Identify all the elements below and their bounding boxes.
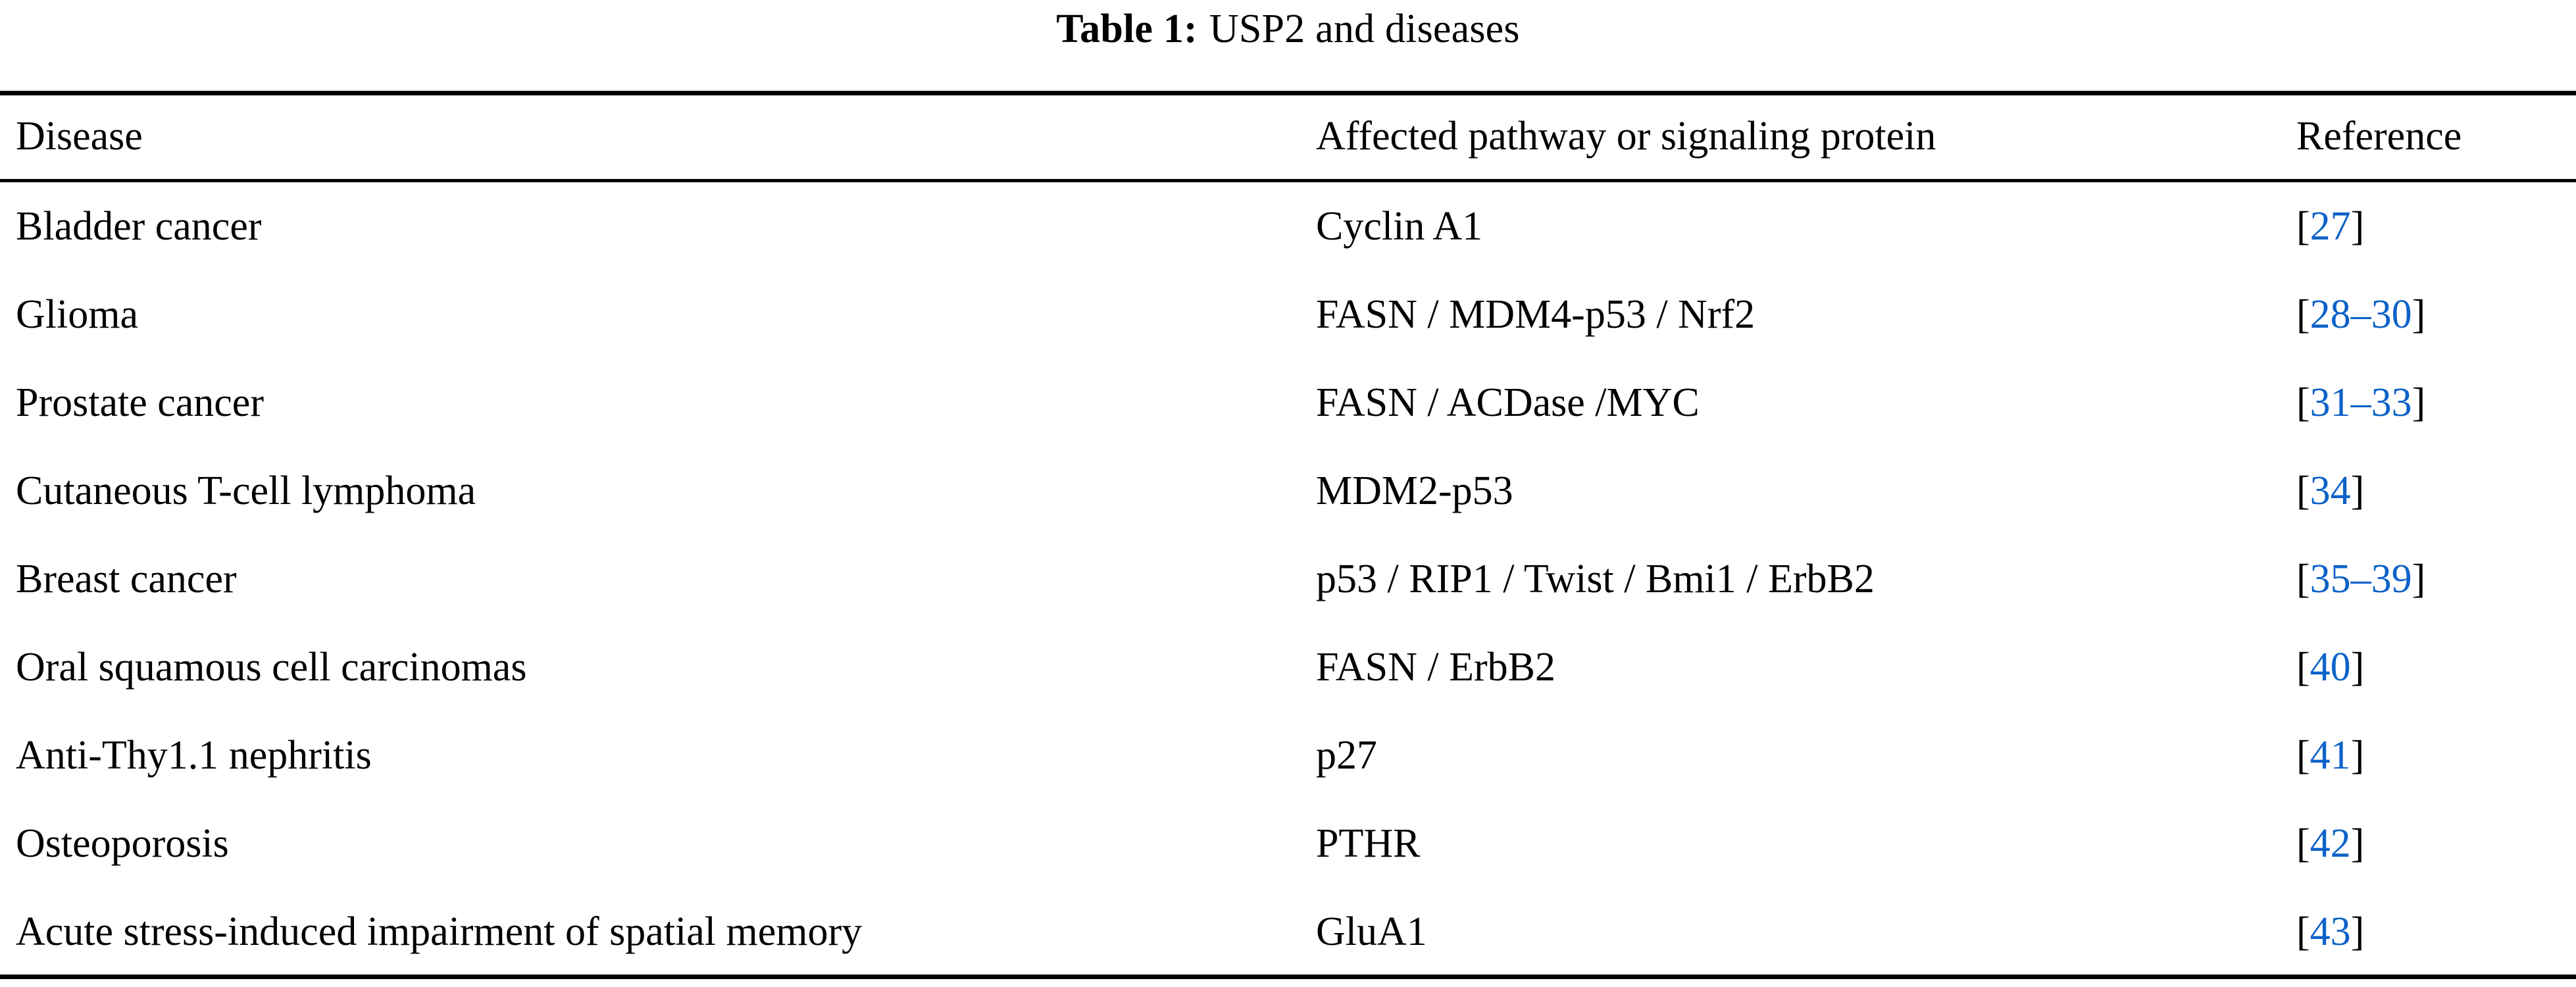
cell-reference: [34] [2296,447,2573,536]
table-row: Bladder cancer Cyclin A1 [27] [0,182,2576,271]
cell-reference: [43] [2296,888,2573,976]
cell-pathway: FASN / MDM4-p53 / Nrf2 [1316,292,1755,337]
table-rule-top [0,91,2576,95]
cell-reference: [40] [2296,623,2573,712]
reference-bracket-open: [ [2296,645,2310,690]
reference-link[interactable]: 40 [2310,645,2351,690]
reference-link[interactable]: 27 [2310,204,2351,249]
reference-bracket-open: [ [2296,909,2310,954]
reference-bracket-close: ] [2350,468,2365,513]
reference-bracket-close: ] [2350,645,2365,690]
cell-pathway: p27 [1316,733,1377,778]
table-caption-text: USP2 and diseases [1209,7,1520,51]
cell-disease: Osteoporosis [16,821,229,866]
cell-disease: Cutaneous T-cell lymphoma [16,468,476,513]
reference-bracket-close: ] [2350,821,2365,866]
table-row: Oral squamous cell carcinomas FASN / ErbB… [0,623,2576,712]
reference-bracket-close: ] [2350,204,2365,249]
reference-link[interactable]: 41 [2310,733,2351,778]
reference-bracket-open: [ [2296,292,2310,337]
cell-reference: [42] [2296,799,2573,888]
reference-bracket-close: ] [2412,557,2426,601]
table-caption: Table 1:USP2 and diseases [0,4,2576,54]
cell-disease: Bladder cancer [16,204,262,249]
table-rule-header [0,179,2576,182]
reference-bracket-open: [ [2296,821,2310,866]
reference-bracket-open: [ [2296,733,2310,778]
reference-bracket-open: [ [2296,468,2310,513]
reference-bracket-close: ] [2350,733,2365,778]
cell-disease: Oral squamous cell carcinomas [16,645,527,690]
reference-link[interactable]: 43 [2310,909,2351,954]
cell-disease: Anti-Thy1.1 nephritis [16,733,372,778]
reference-link[interactable]: 42 [2310,821,2351,866]
cell-pathway: p53 / RIP1 / Twist / Bmi1 / ErbB2 [1316,557,1875,601]
cell-reference: [41] [2296,711,2573,800]
cell-disease: Acute stress-induced impairment of spati… [16,909,863,954]
cell-disease: Breast cancer [16,557,237,601]
cell-pathway: Cyclin A1 [1316,204,1483,249]
table-row: Osteoporosis PTHR [42] [0,799,2576,888]
table-row: Glioma FASN / MDM4-p53 / Nrf2 [28–30] [0,270,2576,359]
cell-pathway: MDM2-p53 [1316,468,1513,513]
reference-bracket-open: [ [2296,557,2310,601]
cell-pathway: FASN / ErbB2 [1316,645,1556,690]
table-rule-bottom [0,974,2576,979]
reference-link[interactable]: 35–39 [2310,557,2412,601]
column-header-pathway: Affected pathway or signaling protein [1316,114,1936,159]
reference-bracket-close: ] [2412,292,2426,337]
table-row: Cutaneous T-cell lymphoma MDM2-p53 [34] [0,447,2576,536]
reference-link[interactable]: 31–33 [2310,380,2412,425]
cell-pathway: PTHR [1316,821,1421,866]
cell-pathway: GluA1 [1316,909,1427,954]
cell-reference: [35–39] [2296,535,2573,624]
column-header-disease: Disease [16,114,143,159]
reference-bracket-close: ] [2350,909,2365,954]
cell-disease: Prostate cancer [16,380,264,425]
table-row: Prostate cancer FASN / ACDase /MYC [31–33] [0,359,2576,447]
table-row: Acute stress-induced impairment of spati… [0,888,2576,976]
reference-bracket-close: ] [2412,380,2426,425]
reference-bracket-open: [ [2296,380,2310,425]
column-header-reference: Reference [2296,114,2462,159]
reference-link[interactable]: 34 [2310,468,2351,513]
cell-pathway: FASN / ACDase /MYC [1316,380,1700,425]
reference-link[interactable]: 28–30 [2310,292,2412,337]
cell-disease: Glioma [16,292,138,337]
reference-bracket-open: [ [2296,204,2310,249]
cell-reference: [28–30] [2296,270,2573,359]
cell-reference: [31–33] [2296,359,2573,447]
cell-reference: [27] [2296,182,2573,271]
table-row: Breast cancer p53 / RIP1 / Twist / Bmi1 /… [0,535,2576,624]
table-row: Anti-Thy1.1 nephritis p27 [41] [0,711,2576,800]
table-caption-label: Table 1: [1056,7,1198,51]
table-header-row: Disease Affected pathway or signaling pr… [0,92,2576,181]
